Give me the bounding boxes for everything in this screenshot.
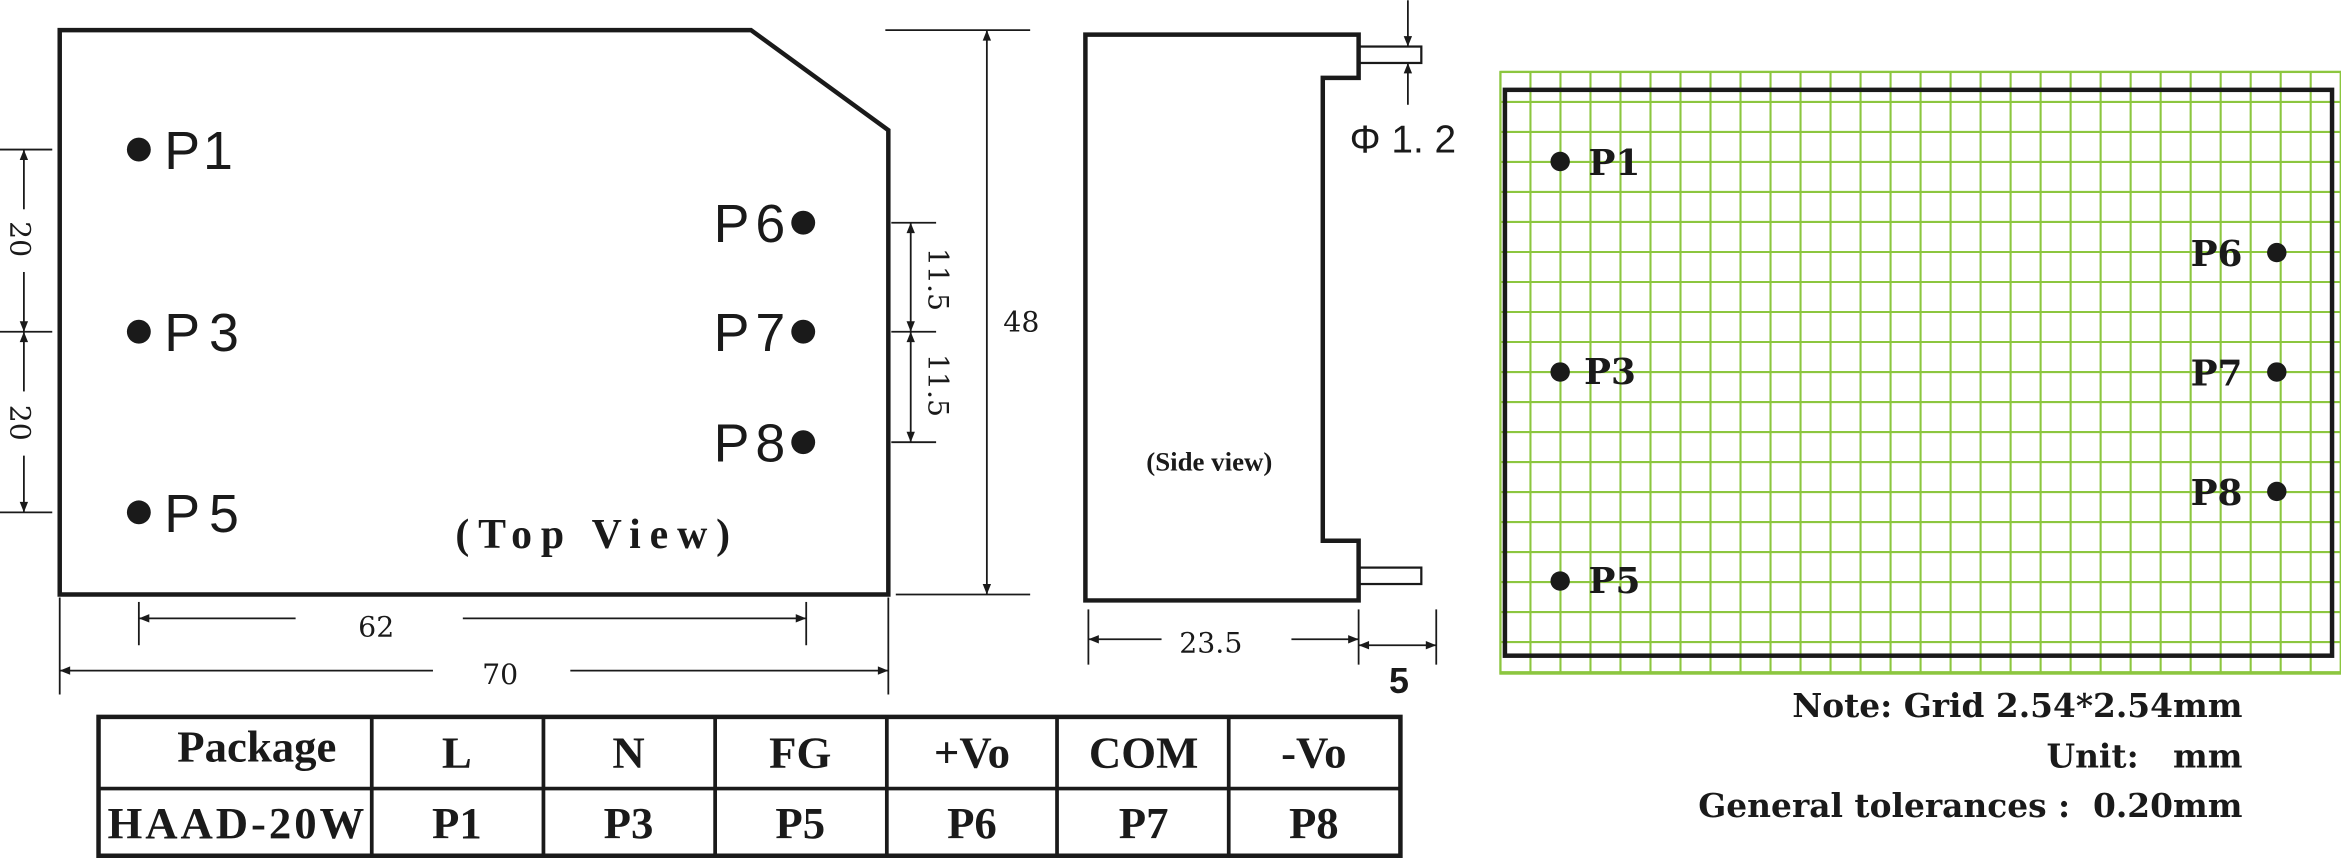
- grid-pin-dot-p1: [1550, 151, 1570, 172]
- dim-right-pitch-1: 11.5: [922, 248, 955, 311]
- dim-height: 48: [1003, 306, 1039, 339]
- pin-table: Package L N FG +Vo COM -Vo HAAD-20W P1 P…: [96, 714, 1403, 858]
- pin-label-p6: P6: [714, 194, 786, 254]
- top-view-title: (Top View): [455, 512, 730, 558]
- grid-pin-label-p5: P5: [1589, 560, 1641, 602]
- grid-pin-label-p8: P8: [2191, 472, 2243, 514]
- grid-pin-dot-p5: [1550, 571, 1570, 591]
- dim-right-pitch-2: 11.5: [922, 354, 955, 417]
- pin-label-p3: P3: [164, 303, 239, 363]
- table-cell-com: P7: [1119, 798, 1169, 848]
- table-cell-n: P3: [604, 798, 654, 848]
- grid-pin-label-p7: P7: [2191, 352, 2243, 394]
- top-view: P1 P3 P5 P6 P7 P8 (Top View) 20 20 11.5 …: [0, 27, 1039, 695]
- table-header-package: Package: [177, 722, 336, 772]
- table-cell-model: HAAD-20W: [107, 798, 364, 848]
- side-view: Φ 1. 2 (Side view) 23.5 5: [1083, 0, 1456, 701]
- pin-span-dimension: 62: [137, 601, 808, 646]
- dim-pin-span: 62: [358, 610, 394, 643]
- dim-pin-diameter: Φ 1. 2: [1350, 119, 1456, 162]
- grid-pin-dot-p7: [2267, 362, 2287, 382]
- pin-label-p8: P8: [714, 414, 786, 474]
- table-header-minus-vo: -Vo: [1281, 728, 1347, 778]
- grid-lines: [1499, 70, 2341, 675]
- grid-pin-label-p1: P1: [1589, 142, 1641, 184]
- height-dimension: 48: [885, 29, 1039, 596]
- table-cell-l: P1: [432, 798, 482, 848]
- side-pin-bottom: [1357, 566, 1423, 586]
- left-dimension: 20 20: [0, 148, 53, 514]
- note-tolerance: General tolerances : 0.20mm: [1698, 786, 2242, 825]
- pin-label-p1: P1: [164, 121, 233, 181]
- pin-dot-p1: [126, 137, 151, 162]
- note-unit: Unit: mm: [2046, 737, 2242, 776]
- side-view-title: (Side view): [1146, 447, 1272, 477]
- right-dimension: 11.5 11.5: [891, 221, 955, 444]
- dim-left-pitch-1: 20: [3, 221, 36, 257]
- table-cell-plus-vo: P6: [947, 798, 997, 848]
- pin-dot-p8: [791, 430, 816, 455]
- pin-label-p5: P5: [164, 484, 239, 544]
- note-grid: Note: Grid 2.54*2.54mm: [1792, 686, 2242, 725]
- pin-dot-p7: [791, 319, 816, 344]
- grid-outline: [1502, 87, 2335, 658]
- dim-depth: 23.5: [1179, 627, 1242, 660]
- grid-pin-dot-p3: [1550, 362, 1570, 382]
- top-view-outline: [57, 27, 891, 597]
- table-header-plus-vo: +Vo: [934, 728, 1010, 778]
- table-cell-fg: P5: [775, 798, 825, 848]
- table-header-fg: FG: [769, 728, 831, 778]
- width-dimension: 70: [58, 597, 890, 695]
- grid-border: [1499, 70, 2341, 675]
- dim-width: 70: [482, 658, 518, 691]
- dim-left-pitch-2: 20: [3, 405, 36, 441]
- grid-view: P1 P3 P5 P6 P7 P8: [1499, 70, 2341, 675]
- table-header-l: L: [442, 728, 472, 778]
- dim-pin-length: 5: [1389, 661, 1409, 701]
- table-cell-minus-vo: P8: [1289, 798, 1339, 848]
- grid-pin-label-p6: P6: [2191, 233, 2243, 275]
- grid-pin-dot-p6: [2267, 242, 2287, 263]
- side-pin-top: [1357, 45, 1423, 65]
- grid-pin-dot-p8: [2267, 481, 2287, 502]
- pin-dot-p5: [126, 500, 151, 525]
- pin-label-p7: P7: [714, 303, 786, 363]
- pin-dot-p6: [791, 210, 816, 235]
- grid-pin-label-p3: P3: [1584, 351, 1636, 393]
- side-view-outline: [1083, 32, 1361, 603]
- table-header-com: COM: [1089, 728, 1198, 778]
- pin-dot-p3: [126, 319, 151, 344]
- table-header-n: N: [612, 728, 644, 778]
- notes: Note: Grid 2.54*2.54mm Unit: mm General …: [1698, 686, 2242, 825]
